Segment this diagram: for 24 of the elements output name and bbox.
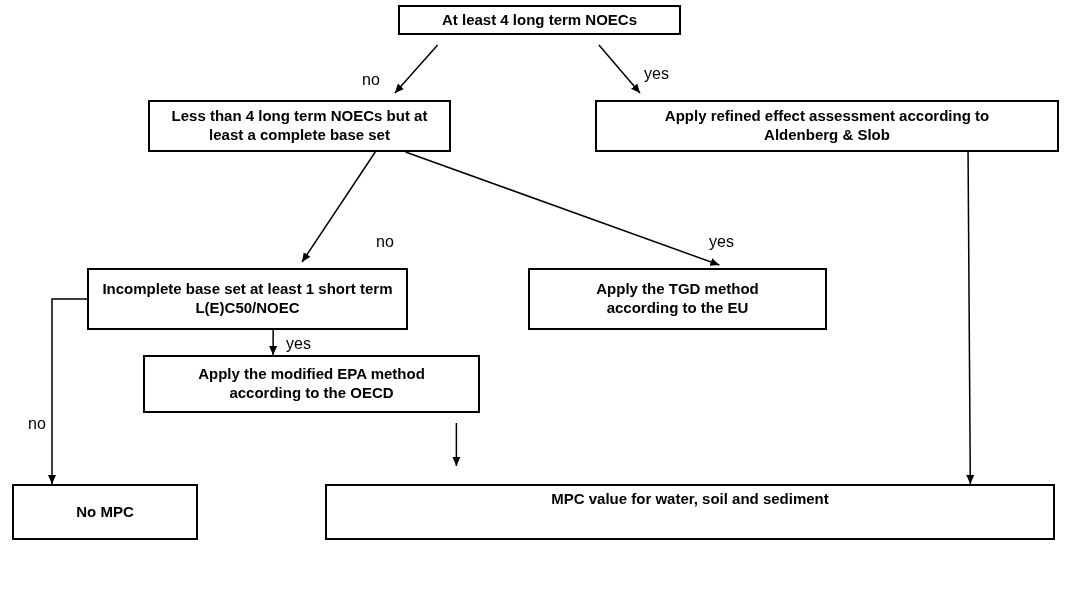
arrow [404, 151, 721, 266]
box-text: Apply the modified EPA method according to the OECD [197, 365, 426, 403]
process-box [12, 484, 198, 540]
arrow [394, 44, 439, 94]
arrow [301, 151, 376, 263]
process-box [87, 268, 408, 330]
box-text: At least 4 long term NOECs [441, 10, 637, 30]
box-text: Incomplete base set at least 1 short term L(E)C50/NOEC [101, 280, 394, 318]
process-box [148, 100, 451, 152]
box-text: MPC value for water, soil and sediment [551, 490, 829, 509]
box-text: Less than 4 long term NOECs but at least a complete base set [170, 107, 429, 145]
process-box [595, 100, 1059, 152]
process-box [528, 268, 827, 330]
arrow [598, 44, 641, 94]
box-text: Apply refined effect assessment according to Aldenberg & Slob [663, 107, 991, 145]
arrow [452, 422, 461, 467]
box-text: Apply the TGD method according to the EU [595, 280, 760, 318]
box-text: No MPC [76, 502, 134, 522]
arrow [48, 298, 88, 485]
arrow [269, 329, 278, 356]
process-box [398, 5, 681, 35]
arrow [966, 151, 975, 485]
process-box [143, 355, 480, 413]
process-box [325, 484, 1055, 540]
